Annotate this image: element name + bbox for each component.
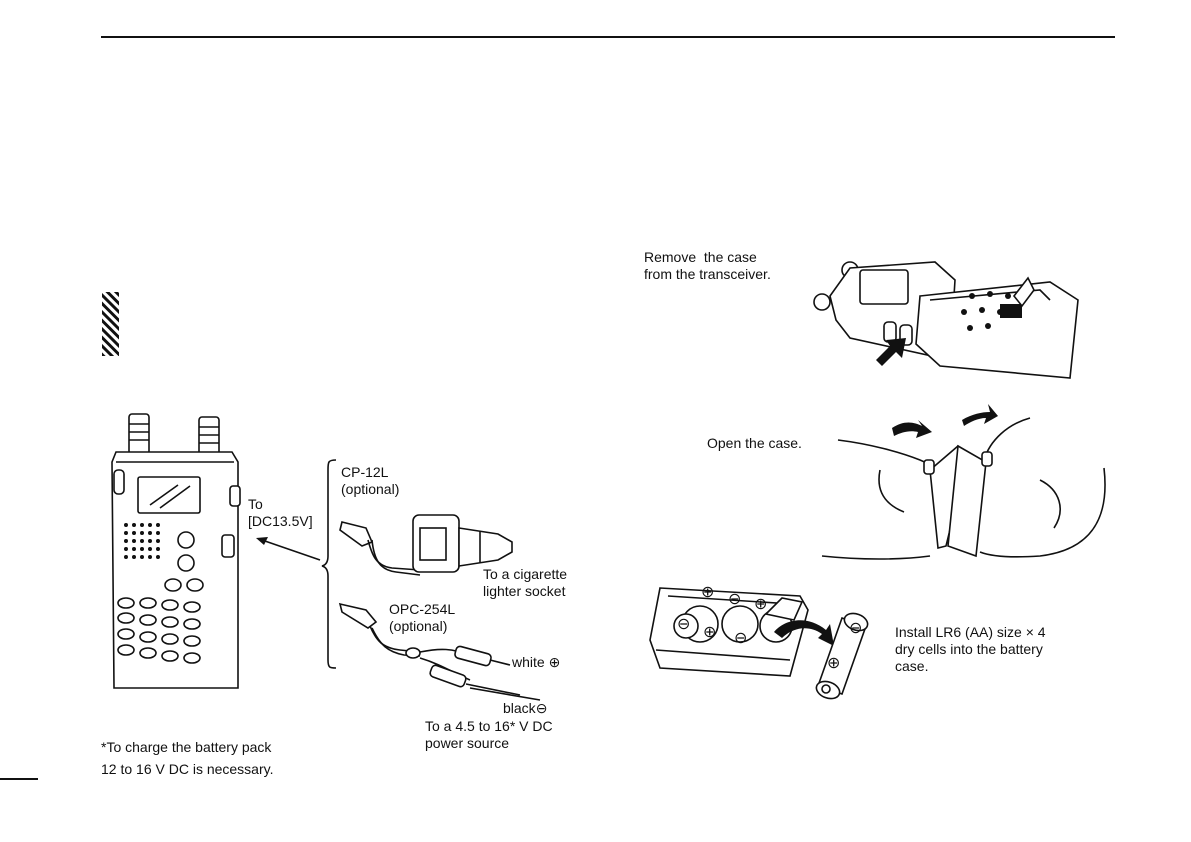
loose-cell-plus: ⊕ [827, 655, 841, 672]
power-label-1: To a 4.5 to 16* V DC [425, 718, 553, 734]
cell-plus-1: ⊕ [701, 584, 715, 601]
opc254l-name: OPC-254L [389, 601, 456, 617]
cigarette-adapter-icon [412, 514, 513, 573]
cell-minus-3: ⊖ [734, 630, 748, 647]
install-line-1: Install LR6 (AA) size × 4 [895, 624, 1046, 640]
black-wire-label: black⊖ [503, 700, 547, 717]
remove-case-line-1: Remove the case [644, 249, 757, 265]
cell-minus-1: ⊖ [728, 591, 742, 608]
transceiver-icon [111, 451, 241, 689]
install-line-3: case. [895, 658, 929, 674]
footnote-line-1: *To charge the battery pack [101, 739, 272, 755]
loose-cell-minus: ⊖ [849, 620, 863, 637]
cell-plus-3: ⊕ [703, 624, 717, 641]
cp12l-name: CP-12L [341, 464, 389, 480]
dc-jack-label: [DC13.5V] [248, 513, 313, 529]
footnote-line-2: 12 to 16 V DC is necessary. [101, 761, 274, 777]
hands-open-case-icon [821, 404, 1106, 560]
cp12l-note: (optional) [341, 481, 400, 497]
black-text: black [503, 700, 536, 716]
to-label: To [248, 496, 263, 512]
bottom-left-rule [0, 778, 38, 780]
top-rule [101, 36, 1115, 38]
antenna-icon [128, 413, 220, 456]
cigarette-label-2: lighter socket [483, 583, 566, 599]
plus-icon: ⊕ [548, 654, 561, 670]
install-cells-text: Install LR6 (AA) size × 4 dry cells into… [895, 624, 1081, 675]
power-label-2: power source [425, 735, 510, 751]
install-line-2: dry cells into the battery [895, 641, 1043, 657]
plug-icon [339, 521, 421, 576]
open-case-label: Open the case. [707, 435, 802, 451]
minus-icon: ⊖ [535, 700, 548, 716]
white-text: white [512, 654, 545, 670]
white-wire-label: white ⊕ [512, 654, 560, 671]
cell-plus-2: ⊕ [754, 596, 768, 613]
transceiver-back-icon [813, 261, 1079, 379]
cigarette-label-1: To a cigarette [483, 566, 568, 582]
opc254l-note: (optional) [389, 618, 448, 634]
remove-case-line-2: from the transceiver. [644, 266, 771, 282]
cell-minus-2: ⊖ [677, 616, 691, 633]
